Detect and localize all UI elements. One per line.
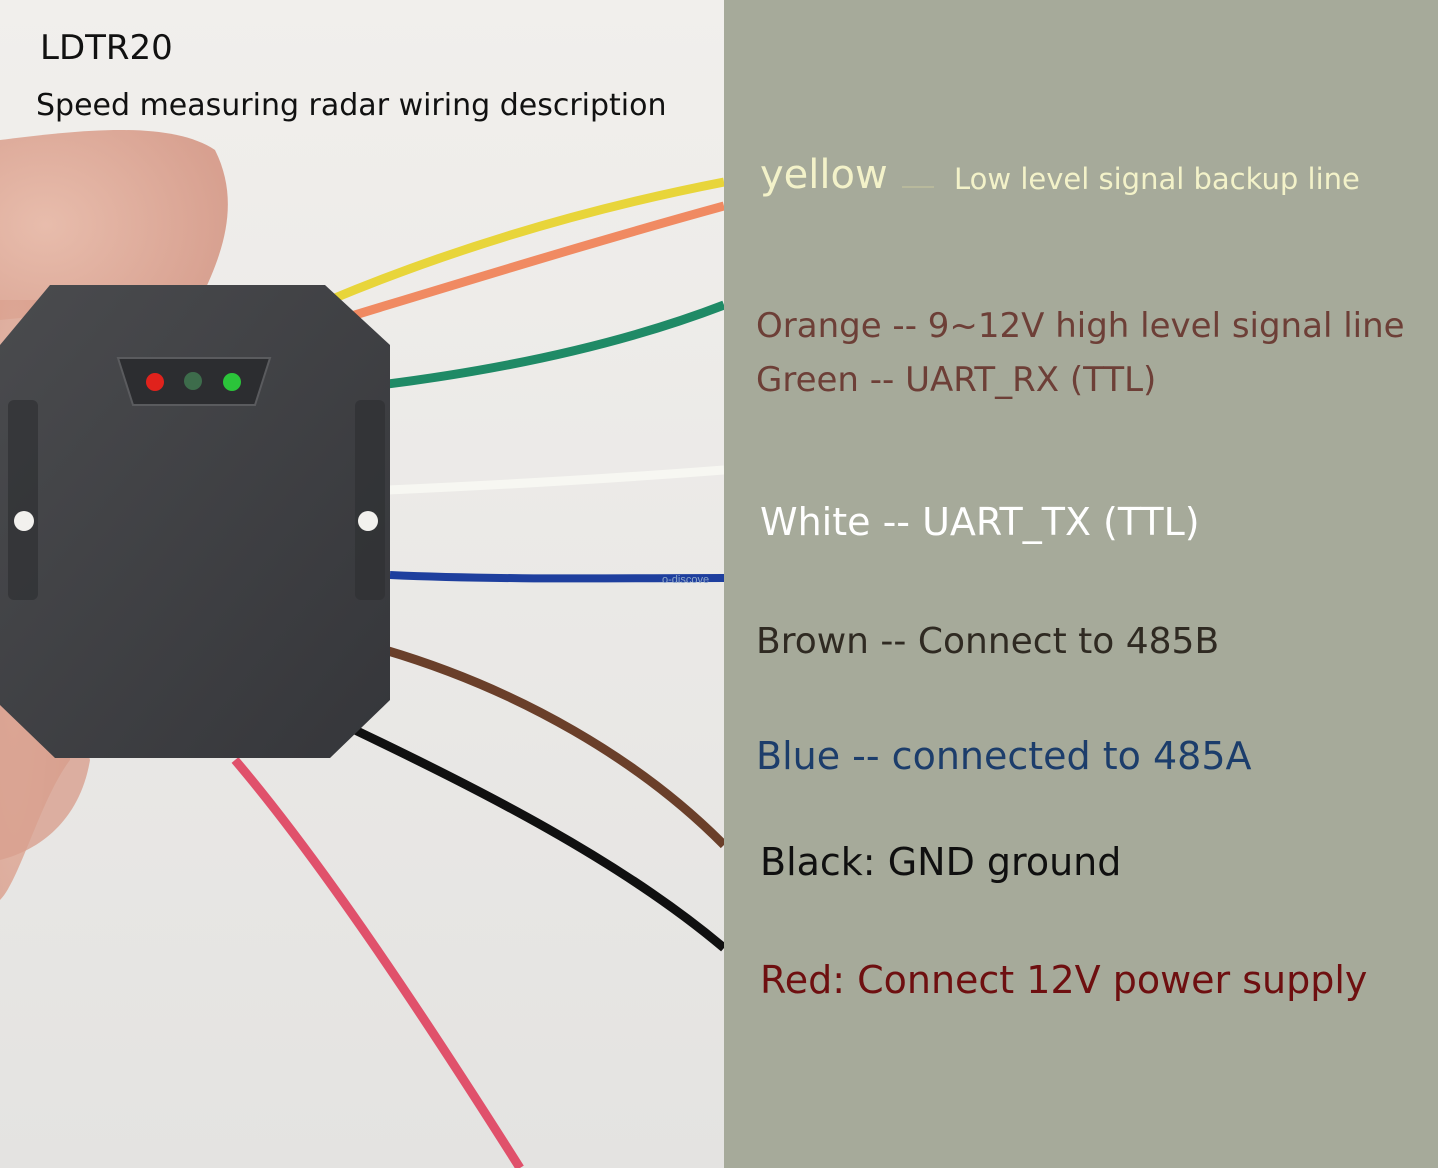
led-green [223,373,241,391]
legend-yellow-dash [902,186,934,188]
black-wire [353,725,724,952]
blue-wire [389,571,724,583]
radar-photo-drawing [0,0,724,1168]
red-wire [231,757,524,1168]
mount-hole-left [14,511,34,531]
white-wire [387,465,724,495]
orange-wire [343,201,724,323]
legend-red: Red: Connect 12V power supply [760,958,1368,1002]
radar-module-body [0,285,390,758]
led-red [146,373,164,391]
legend-orange: Orange -- 9~12V high level signal line [756,306,1405,346]
side-rail-left [8,400,38,600]
page-title: LDTR20 [40,28,173,68]
side-rail-right [355,400,385,600]
led-dim-green [184,372,202,390]
legend-blue: Blue -- connected to 485A [756,734,1252,778]
watermark-text: o-discove [662,574,710,586]
legend-green: Green -- UART_RX (TTL) [756,360,1157,400]
legend-white: White -- UART_TX (TTL) [760,500,1200,544]
legend-yellow-word: yellow [760,152,888,198]
finger-top [0,130,228,320]
radar-photo: LDTR20 Speed measuring radar wiring desc… [0,0,724,1168]
legend-brown: Brown -- Connect to 485B [756,621,1220,662]
legend-black: Black: GND ground [760,840,1122,884]
green-wire [379,300,724,390]
mount-hole-right [358,511,378,531]
legend-yellow-description: Low level signal backup line [954,162,1360,196]
yellow-wire [328,177,724,305]
page-subtitle: Speed measuring radar wiring description [36,88,667,123]
brown-wire [383,645,724,849]
wiring-legend-panel: yellow Low level signal backup line Oran… [724,0,1438,1168]
